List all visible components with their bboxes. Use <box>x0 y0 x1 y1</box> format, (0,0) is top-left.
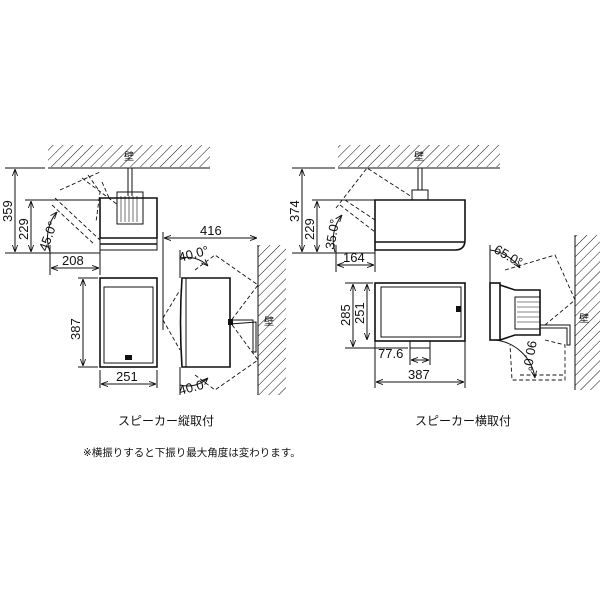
wall-label: 壁 <box>414 150 424 163</box>
caption-horizontal-mount: スピーカー横取付 <box>415 414 512 428</box>
dim-swing-up: 65.0° <box>492 242 526 270</box>
horizontal-top-view: 壁 374 229 35.0° 164 <box>287 145 500 272</box>
dim-bracket-offset: 77.6 <box>378 346 403 361</box>
dim-offset: 164 <box>343 250 365 265</box>
dim-swing-up: 40.0° <box>177 243 210 265</box>
dim-offset: 208 <box>62 253 84 268</box>
dim-swing-down: 90.0° <box>520 339 540 372</box>
dim-swing-down: 40.0° <box>177 376 210 398</box>
dim-tilt-angle: 45.0° <box>36 219 61 253</box>
wall-hatch <box>258 245 286 395</box>
dim-front-width: 251 <box>116 369 138 384</box>
dim-outer-height: 285 <box>338 304 353 326</box>
dim-body-height: 229 <box>16 218 31 240</box>
caption-vertical-mount: スピーカー縦取付 <box>118 414 215 428</box>
horizontal-side-view: 65.0° 90.0° 壁 <box>489 235 600 390</box>
dim-total-height: 359 <box>0 200 15 222</box>
wall-hatch <box>575 235 600 390</box>
dim-total-height: 374 <box>287 200 302 222</box>
ceiling-hatch <box>338 145 500 167</box>
footnote: ※横振りすると下振り最大角度は変わります。 <box>83 447 301 459</box>
vertical-side-view: 416 40.0° 40.0° 壁 <box>162 223 286 398</box>
wall-label: 壁 <box>579 312 589 325</box>
dim-front-height: 251 <box>352 302 367 324</box>
wall-label: 壁 <box>124 150 134 163</box>
horizontal-front-view: 285 251 77.6 387 <box>338 282 466 388</box>
ceiling-hatch <box>48 145 210 167</box>
dim-front-width: 387 <box>408 367 430 382</box>
dim-tilt-angle: 35.0° <box>322 218 342 251</box>
dim-body-height: 229 <box>302 218 317 240</box>
dim-front-height: 387 <box>68 318 83 340</box>
wall-label: 壁 <box>264 315 274 328</box>
vertical-front-view: 387 251 <box>68 277 158 388</box>
dim-depth: 416 <box>200 223 222 238</box>
